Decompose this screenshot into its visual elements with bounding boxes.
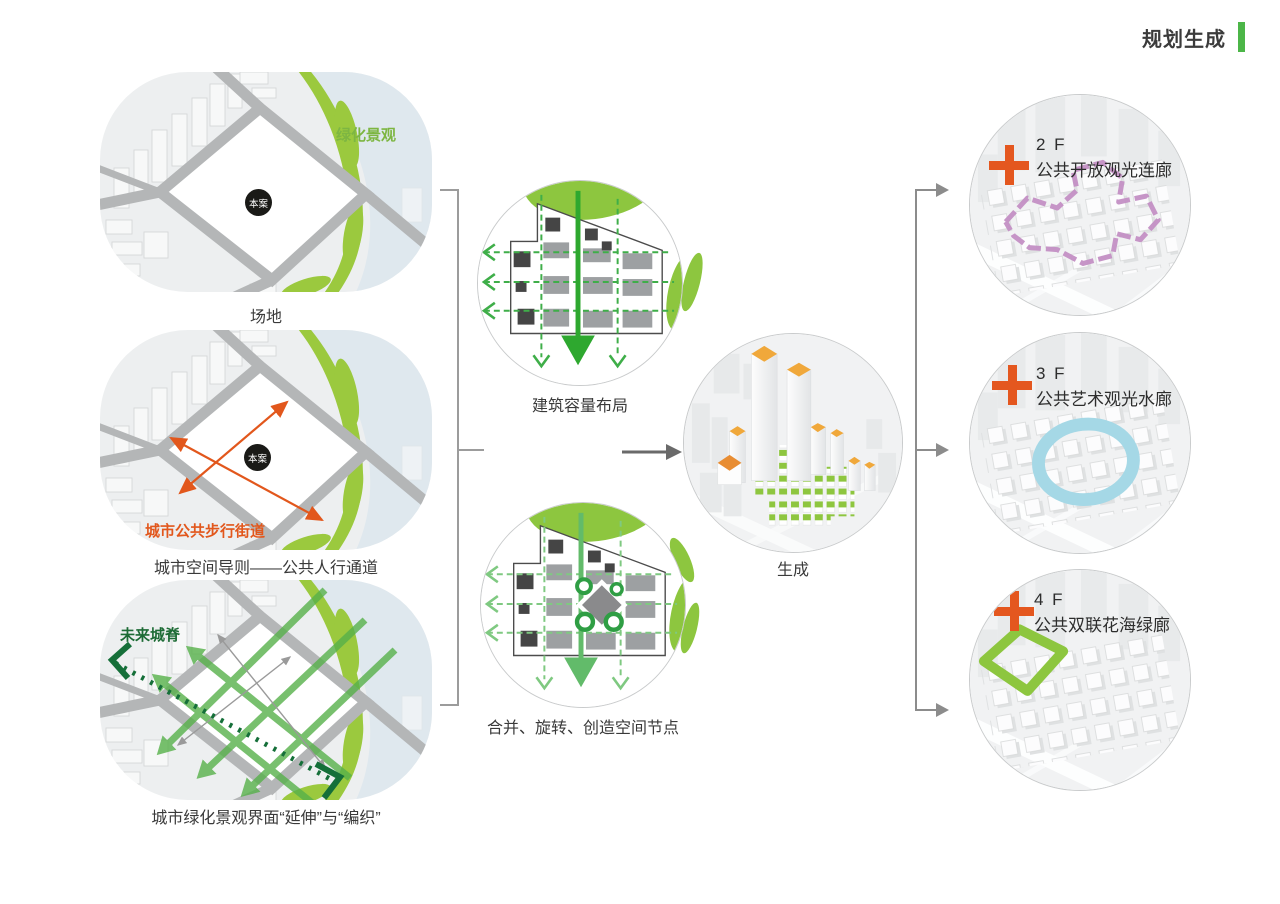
page-header: 规划生成: [1142, 22, 1245, 52]
corridor-circle-4f: 4 F 公共双联花海绿廊: [969, 569, 1191, 791]
plus-icon: [989, 145, 1029, 185]
corridor-circle-2f: 2 F 公共开放观光连廊: [969, 94, 1191, 316]
floor-label-4f: 4 F: [1034, 590, 1065, 609]
title-accent-bar: [1238, 22, 1245, 52]
leaf-icon: [680, 602, 700, 654]
massing-render-illustration: [684, 334, 902, 552]
site-badge: 本案: [244, 444, 271, 471]
result-massing-circle: [683, 333, 903, 553]
site-badge: 本案: [245, 189, 272, 216]
diagram-capacity-layout: [477, 180, 683, 386]
map-caption-green-weave: 城市绿化景观界面“延伸”与“编织”: [151, 810, 381, 827]
plus-icon: [992, 365, 1032, 405]
capacity-diagram-illustration: [478, 181, 682, 385]
pink-corridor-path: [1003, 159, 1161, 266]
generate-arrow-head: [666, 444, 682, 460]
merge-rotate-diagram-illustration: [481, 503, 685, 707]
future-spine-label: 未来城脊: [120, 627, 181, 644]
site-map-illustration: [100, 72, 432, 292]
caption-result: 生成: [776, 562, 809, 579]
corridor-circle-3f: 3 F 公共艺术观光水廊: [969, 332, 1191, 554]
page-title: 规划生成: [1142, 28, 1226, 51]
caption-merge-rotate: 合并、旋转、创造空间节点: [486, 720, 679, 737]
green-weave-map-illustration: [100, 580, 432, 800]
corridor-label-2f: 公共开放观光连廊: [1036, 161, 1172, 180]
map-caption-pedestrian: 城市空间导则——公共人行通道: [153, 560, 378, 577]
corridor-3f-illustration: [970, 333, 1190, 553]
right-bracket: [915, 189, 938, 711]
map-caption-site: 场地: [249, 309, 282, 326]
plus-icon: [994, 591, 1034, 631]
leaf-icon: [681, 252, 703, 312]
pedestrian-map-illustration: [100, 330, 432, 550]
map-green-weave: 未来城脊: [100, 580, 432, 800]
caption-capacity-layout: 建筑容量布局: [531, 398, 628, 415]
green-landscape-label: 绿化景观: [336, 127, 397, 144]
floor-label-2f: 2 F: [1036, 135, 1067, 154]
left-bracket: [440, 189, 459, 706]
floor-label-3f: 3 F: [1036, 364, 1067, 383]
corridor-label-4f: 公共双联花海绿廊: [1034, 616, 1170, 635]
corridor-4f-illustration: [970, 570, 1190, 790]
corridor-2f-illustration: [970, 95, 1190, 315]
map-pedestrian: 本案 城市公共步行街道: [100, 330, 432, 550]
green-flower-loop: [978, 624, 1069, 696]
blue-water-ring: [1032, 417, 1140, 507]
map-site: 绿化景观 本案: [100, 72, 432, 292]
public-street-label: 城市公共步行街道: [145, 523, 266, 540]
corridor-label-3f: 公共艺术观光水廊: [1036, 390, 1172, 409]
diagram-merge-rotate: [480, 502, 686, 708]
